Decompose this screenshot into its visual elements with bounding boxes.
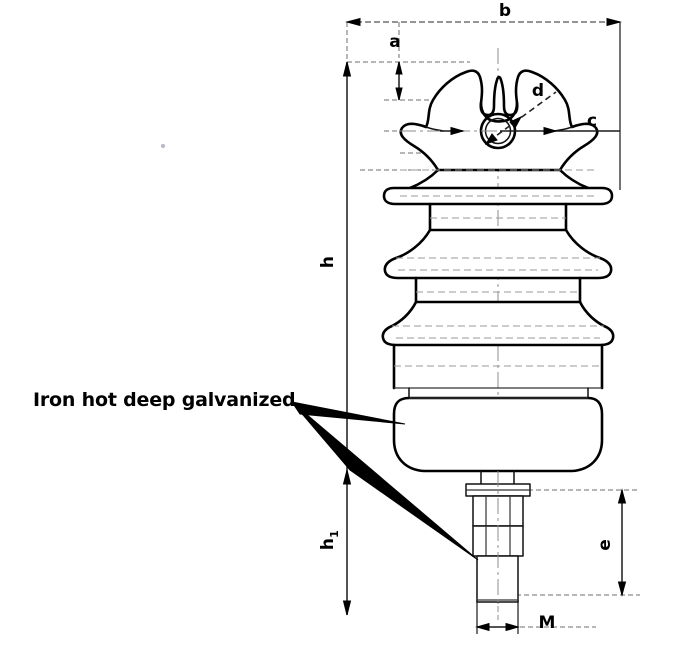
dimension-label-h1-subscript: 1 xyxy=(328,530,341,538)
threaded-stud xyxy=(465,470,531,612)
dimension-label-e: e xyxy=(595,539,615,551)
dimension-label-M: M xyxy=(539,613,556,633)
dimension-label-d: d xyxy=(532,81,544,101)
callout-galvanized: Iron hot deep galvanized xyxy=(33,389,479,561)
dimension-label-c: c xyxy=(587,111,597,131)
metal-base-cap xyxy=(392,387,604,473)
shed-lower-body xyxy=(381,300,615,347)
dimension-label-b: b xyxy=(499,1,511,21)
dimension-e: e xyxy=(595,488,627,597)
dimension-c: c xyxy=(500,111,620,136)
shed-upper-flange xyxy=(382,186,614,206)
head-tie-groove xyxy=(479,101,519,123)
dimension-b: b xyxy=(345,1,622,27)
dimension-label-h1: h xyxy=(318,538,338,550)
head-groove-arrow-left xyxy=(440,126,465,136)
shed-lower xyxy=(381,300,615,390)
callout-galvanized-text: Iron hot deep galvanized xyxy=(33,389,295,411)
shed-upper xyxy=(382,186,614,232)
dimension-label-a: a xyxy=(389,32,400,52)
shed-middle xyxy=(383,228,613,304)
base-cap-body xyxy=(392,396,604,473)
dimension-h1: h 1 xyxy=(318,469,352,550)
scan-speck xyxy=(160,143,166,149)
dimension-label-h: h xyxy=(318,256,338,268)
dimension-M: M xyxy=(475,613,556,633)
dimension-d: d xyxy=(484,81,557,145)
insulator-head xyxy=(399,69,599,172)
dimension-h: h xyxy=(318,61,352,616)
dimension-a: a xyxy=(389,32,403,101)
